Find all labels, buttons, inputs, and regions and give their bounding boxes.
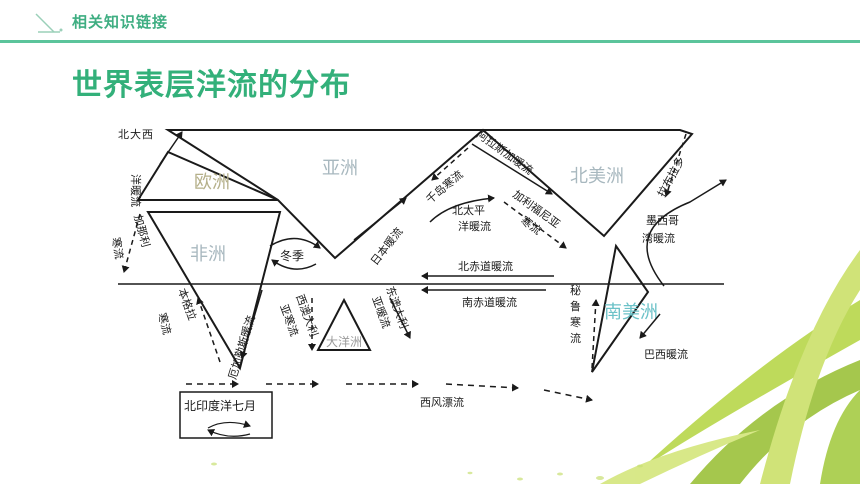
canary-current-arrow [121, 213, 141, 273]
europe-label: 欧洲 [194, 172, 230, 193]
kuroshio-current-arrow [353, 197, 407, 241]
south-equatorial-label: 南赤道暖流 [462, 295, 517, 309]
peru-current-arrow [591, 299, 600, 369]
north-pacific-current-arrow [429, 194, 495, 223]
brazil-label: 巴西暖流 [644, 347, 688, 361]
south-america-shape [591, 243, 650, 373]
north-atlantic-drift-arrow [159, 131, 183, 165]
labrador-label: 拉布拉多 [654, 154, 687, 199]
ocean-currents-diagram: 欧洲 亚洲 北美洲 非洲 南美洲 大洋洲 [109, 127, 727, 439]
east-australian-current-arrow [389, 297, 411, 339]
alaska-label: 阿拉斯加暖流 [474, 127, 536, 177]
header-divider [0, 40, 860, 43]
africa-label: 非洲 [190, 244, 226, 265]
agulhas-label: 厄加勒斯暖流 [225, 314, 258, 381]
africa-shape [146, 211, 282, 371]
north-indian-box [179, 391, 273, 439]
north-pacific-label-2: 洋暖流 [458, 219, 491, 233]
benguela-current-arrow [196, 297, 221, 363]
peru-label-3: 寒 [570, 315, 581, 329]
north-indian-label: 北印度洋七月 [184, 398, 256, 413]
kuroshio-label: 日本暖流 [367, 225, 405, 268]
agulhas-current-arrow [239, 289, 263, 359]
north-indian-arrow-lower [207, 429, 251, 437]
canary-label-2: 寒流 [109, 236, 127, 260]
brazil-current-arrow [639, 313, 661, 339]
west-wind-drift-arrows [186, 380, 593, 403]
north-atlantic-label-3: 西 [142, 128, 153, 141]
west-wind-drift-label: 西风漂流 [420, 395, 464, 409]
north-pacific-label-1: 北太平 [452, 204, 485, 217]
oyashio-label: 千岛寒流 [423, 167, 466, 206]
oyashio-current-arrow [431, 147, 469, 181]
north-atlantic-label-4: 洋暖流 [129, 174, 143, 207]
gulf-stream-arrow [646, 179, 727, 287]
monsoon-label: 冬季 [280, 248, 304, 263]
asia-label: 亚洲 [322, 158, 358, 179]
header-corner-icon [35, 13, 63, 33]
california-current-arrow [503, 201, 567, 249]
oceania-shape [316, 297, 372, 351]
monsoon-arrow-upper [269, 237, 321, 249]
page-title: 世界表层洋流的分布 [72, 68, 351, 103]
asia-shape [164, 128, 694, 260]
alaska-current-arrow [471, 143, 553, 195]
oceania-label: 大洋洲 [326, 334, 362, 349]
labrador-current-arrow [664, 133, 687, 197]
north-america-label: 北美洲 [570, 166, 624, 187]
south-america-label: 南美洲 [604, 302, 658, 323]
canary-label-1: 加那利 [131, 213, 152, 248]
north-equatorial-label: 北赤道暖流 [458, 259, 513, 273]
north-atlantic-label-1: 北 [118, 128, 129, 141]
peru-label-1: 秘 [570, 283, 581, 297]
europe-shape [136, 150, 279, 201]
north-atlantic-label-2: 大 [130, 127, 141, 141]
peru-label-4: 流 [570, 331, 581, 345]
section-label: 相关知识链接 [72, 13, 169, 31]
monsoon-arrow-lower [271, 259, 317, 270]
peru-label-2: 鲁 [570, 299, 581, 313]
north-indian-arrow-upper [207, 420, 251, 429]
gulf-stream-label-1: 墨西哥 [646, 214, 679, 227]
benguela-label-2: 寒流 [155, 311, 174, 336]
gulf-stream-label-2: 湾暖流 [642, 231, 675, 245]
